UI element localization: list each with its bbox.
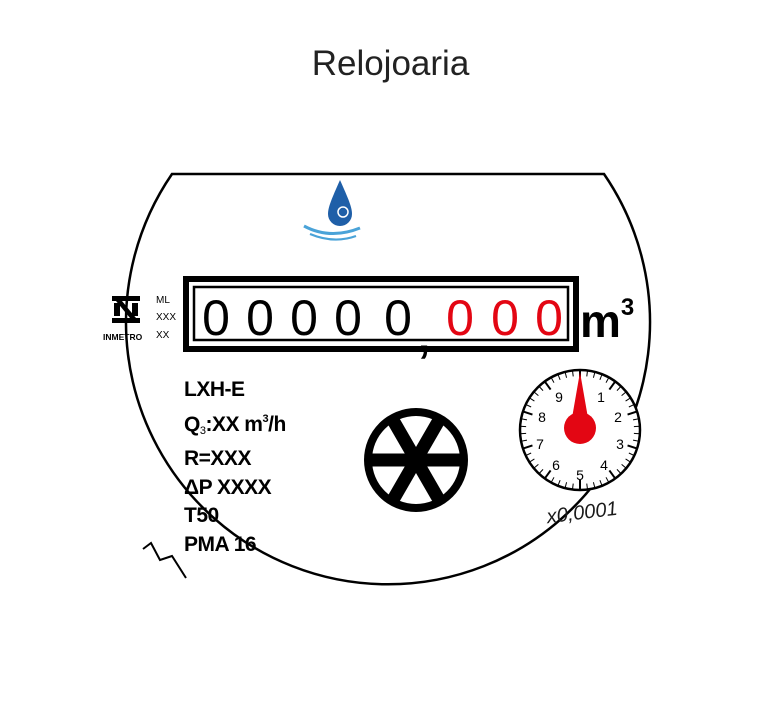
inmetro-badge-icon: INMETRO	[103, 296, 143, 342]
dial-tick	[533, 391, 539, 396]
dial-number-3: 3	[616, 436, 624, 452]
dial-tick	[599, 374, 603, 380]
spec-pma: PMA 16	[184, 532, 257, 556]
dial-tick	[632, 439, 640, 442]
dial-tick	[592, 371, 596, 378]
register-digit-4: 0	[334, 290, 362, 346]
unit-label: m3	[580, 294, 634, 347]
dial-tick	[520, 418, 528, 421]
dial-tick	[529, 458, 535, 463]
dial-tick	[608, 469, 617, 480]
dial-tick	[592, 482, 596, 489]
register-digit-8: 0	[535, 290, 563, 346]
dial-pointer-icon	[564, 372, 596, 444]
meter-spec-block: LXH-E Q3:XX m3/h R=XXX ΔP XXXX T50 PMA 1…	[184, 376, 286, 559]
dial-tick	[525, 452, 532, 457]
decimal-comma: ,	[418, 313, 430, 362]
dial-number-9: 9	[555, 389, 563, 405]
register-digit-5: 0	[384, 290, 412, 346]
page-title: Relojoaria	[311, 44, 470, 83]
dial-tick	[550, 477, 555, 483]
dial-tick	[625, 458, 631, 463]
dial-tick	[543, 469, 552, 480]
dial-number-5: 5	[576, 467, 584, 483]
register-digit-1: 0	[202, 290, 230, 346]
dial-tick	[627, 444, 638, 450]
odometer-register: 0 0 0 0 0 0 0 0 ,	[183, 276, 579, 362]
dial-number-4: 4	[600, 457, 608, 473]
dial-tick	[564, 482, 568, 489]
dial-tick	[543, 380, 552, 391]
spec-model: LXH-E	[184, 378, 245, 401]
dial-tick	[538, 385, 544, 391]
dial-tick	[557, 480, 561, 486]
dial-tick	[608, 380, 617, 391]
dial-tick	[564, 371, 568, 378]
dial-tick	[628, 452, 635, 457]
badge-code-ml: ML	[156, 295, 170, 306]
inmetro-label: INMETRO	[103, 332, 143, 342]
dial-number-7: 7	[536, 436, 544, 452]
dial-tick	[538, 469, 544, 475]
dial-tick	[571, 483, 574, 490]
dial-tick	[632, 418, 640, 421]
dial-number-1: 1	[597, 389, 605, 405]
dial-tick	[586, 370, 589, 377]
dial-tick	[525, 403, 532, 408]
register-digit-2: 0	[246, 290, 274, 346]
dial-number-6: 6	[552, 457, 560, 473]
dial-tick	[599, 480, 603, 486]
dial-number-8: 8	[538, 409, 546, 425]
spec-dp: ΔP XXXX	[184, 475, 272, 499]
meter-notch	[142, 541, 187, 579]
dial-tick	[586, 483, 589, 490]
dial-tick	[625, 397, 631, 402]
dial-tick	[605, 377, 610, 383]
badge-code-xx: XX	[156, 330, 170, 341]
flow-rotor-icon	[364, 408, 468, 512]
spec-q3: Q3:XX m3/h	[184, 412, 286, 437]
water-drop-logo-icon	[303, 180, 361, 241]
register-digit-3: 0	[290, 290, 318, 346]
dial-number-2: 2	[614, 409, 622, 425]
dial-tick	[628, 403, 635, 408]
dial-tick	[529, 397, 535, 402]
dial-tick	[550, 377, 555, 383]
dial-tick	[571, 370, 574, 377]
dial-tick	[621, 464, 627, 469]
dial-tick	[557, 374, 561, 380]
dial-tick	[616, 469, 622, 475]
spec-r: R=XXX	[184, 447, 251, 470]
spec-t: T50	[184, 504, 219, 527]
dial-tick	[627, 410, 638, 416]
dial-tick	[616, 385, 622, 391]
badge-code-xxx: XXX	[156, 312, 176, 323]
dial-tick	[520, 439, 528, 442]
register-digit-7: 0	[491, 290, 519, 346]
dial-tick	[522, 444, 533, 450]
dial-tick	[605, 477, 610, 483]
register-digit-6: 0	[446, 290, 474, 346]
dial-tick	[533, 464, 539, 469]
fraction-dial: 1 2 3 4 5 6 7 8 9	[518, 368, 642, 492]
dial-ticks	[520, 370, 640, 490]
dial-tick	[621, 391, 627, 396]
dial-tick	[522, 410, 533, 416]
